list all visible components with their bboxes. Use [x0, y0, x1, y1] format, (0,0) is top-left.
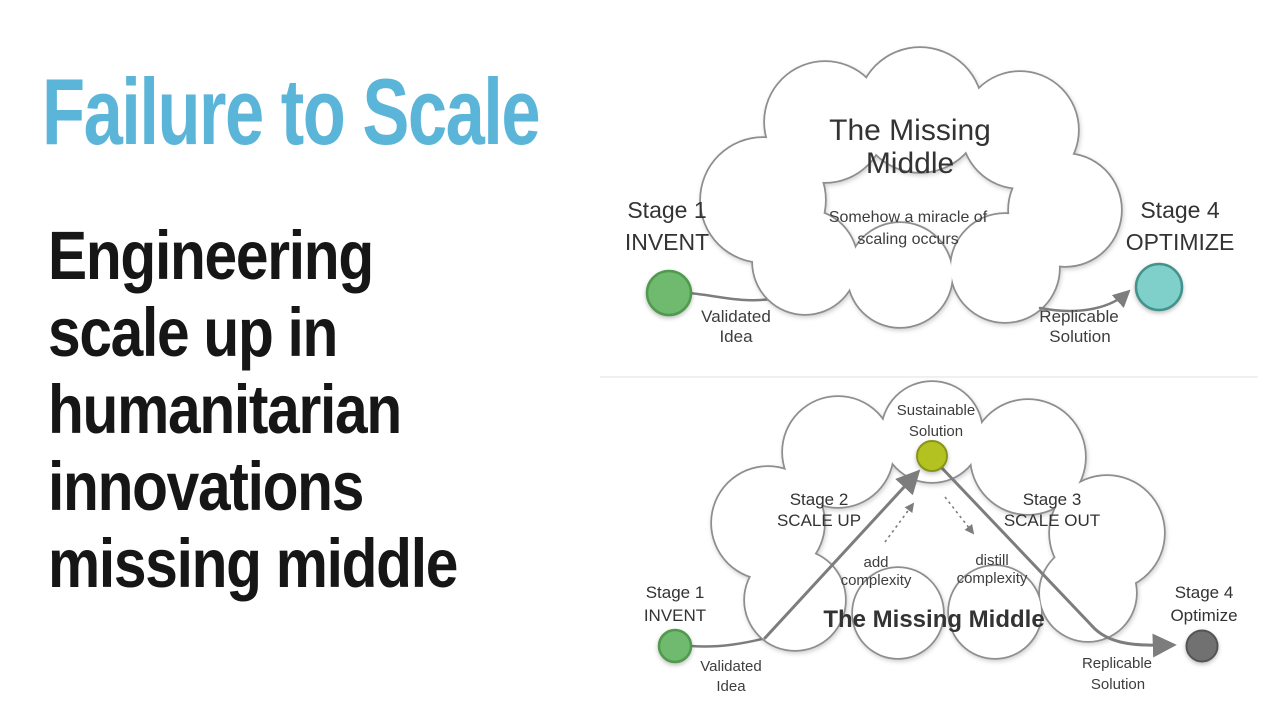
sustainable-solution-node: [916, 440, 948, 472]
stage4-caption: Solution: [1091, 676, 1145, 693]
validated-idea-node: [645, 269, 693, 317]
stage1-caption: Idea: [716, 678, 746, 695]
replicable-solution-node: [1134, 262, 1184, 312]
slide-subtitle: Engineering scale up in humanitarian inn…: [48, 217, 458, 602]
cloud-title: Middle: [866, 147, 954, 180]
stage4-label: Stage 4: [1175, 583, 1234, 602]
cloud-subtitle: Somehow a miracle of: [829, 209, 988, 226]
add-complexity-label: add: [863, 554, 888, 571]
subtitle-line: innovations: [48, 448, 364, 525]
scale-up-line: [763, 469, 921, 640]
stage1-caption: Validated: [700, 658, 761, 675]
subtitle-line: scale up in: [48, 294, 338, 371]
stage3-label: Stage 3: [1023, 490, 1082, 509]
stage2-name: SCALE UP: [777, 511, 861, 530]
cloud-title: The Missing: [829, 114, 991, 147]
slide-title: Failure to Scale: [42, 59, 541, 164]
subtitle-line: missing middle: [48, 525, 458, 602]
stage4-name: OPTIMIZE: [1126, 229, 1235, 255]
cloud-interior: [712, 382, 1164, 658]
subtitle-line: humanitarian: [48, 371, 402, 448]
stage1-caption: Validated: [701, 307, 771, 326]
subtitle-line: Engineering: [48, 217, 374, 294]
diagram-missing-middle-simple: Stage 1 INVENT Validated Idea The Missin…: [625, 46, 1235, 346]
add-complexity-label: complexity: [841, 572, 912, 589]
stage1-name: INVENT: [625, 229, 709, 255]
stage4-caption: Solution: [1049, 327, 1110, 346]
cloud-subtitle: scaling occurs: [857, 231, 958, 248]
cloud-shape: [710, 380, 1166, 660]
stage1-label: Stage 1: [646, 583, 705, 602]
stage1-to-cloud-line: [689, 635, 772, 648]
stage4-label: Stage 4: [1140, 197, 1219, 223]
distill-complexity-label: distill: [975, 552, 1008, 569]
diagram-missing-middle-detailed: Sustainable Solution Stage 2 SCALE UP St…: [600, 376, 1258, 695]
replicable-solution-node: [1185, 629, 1219, 663]
stage1-name: INVENT: [644, 606, 706, 625]
cloud-to-stage4-arrow: [1038, 289, 1131, 313]
scale-out-line: [939, 465, 1177, 658]
stage3-name: SCALE OUT: [1004, 511, 1100, 530]
distill-complexity-arrow: [944, 496, 975, 535]
peak-label: Solution: [909, 423, 963, 440]
validated-idea-node: [657, 628, 693, 664]
cloud-title: The Missing Middle: [823, 606, 1044, 633]
peak-label: Sustainable: [897, 402, 975, 419]
cloud-shape: [699, 46, 1123, 329]
stage1-to-cloud-line: [687, 291, 774, 302]
stage4-caption: Replicable: [1039, 307, 1118, 326]
add-complexity-arrow: [884, 502, 915, 543]
stage4-caption: Replicable: [1082, 655, 1152, 672]
stage1-caption: Idea: [719, 327, 753, 346]
stage4-name: Optimize: [1170, 606, 1237, 625]
stage2-label: Stage 2: [790, 490, 849, 509]
cloud-interior: [701, 48, 1121, 327]
stage1-label: Stage 1: [627, 197, 706, 223]
distill-complexity-label: complexity: [957, 570, 1028, 587]
